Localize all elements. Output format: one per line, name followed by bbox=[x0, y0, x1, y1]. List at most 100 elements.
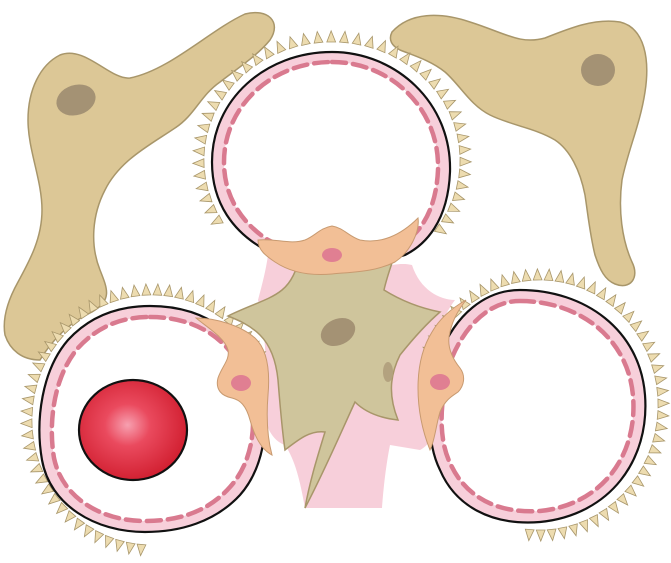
endfoot-tooth bbox=[29, 463, 43, 476]
endfoot-tooth bbox=[124, 542, 135, 555]
endfoot-tooth bbox=[62, 511, 76, 525]
endfoot-tooth bbox=[377, 39, 390, 53]
endfoot-tooth bbox=[632, 476, 646, 490]
endfoot-tooth bbox=[185, 289, 197, 302]
endfoot-tooth bbox=[273, 39, 286, 53]
capillary-right bbox=[430, 290, 646, 522]
endfoot-tooth bbox=[655, 422, 668, 433]
endfoot-tooth bbox=[71, 518, 85, 532]
endfoot-tooth bbox=[206, 98, 220, 111]
endfoot-tooth bbox=[466, 288, 479, 302]
endfoot-tooth bbox=[437, 86, 451, 99]
endfoot-tooth bbox=[498, 274, 510, 287]
endfoot-tooth bbox=[457, 132, 470, 143]
endfoot-tooth bbox=[286, 35, 298, 48]
endfoot-tooth bbox=[215, 304, 228, 318]
endfoot-tooth bbox=[429, 75, 443, 89]
endfoot-tooth bbox=[410, 58, 424, 72]
endfoot-tooth bbox=[23, 442, 36, 453]
endfoot-tooth bbox=[555, 270, 565, 282]
endfoot-tooth bbox=[608, 502, 622, 516]
endfoot-tooth bbox=[209, 215, 223, 228]
endfoot-tooth bbox=[521, 269, 531, 281]
endfoot-tooth bbox=[599, 508, 612, 522]
endfoot-tooth bbox=[21, 430, 33, 440]
endfoot-tooth bbox=[113, 539, 124, 552]
endfoot-tooth bbox=[199, 193, 212, 205]
endfoot-tooth bbox=[459, 169, 471, 179]
endfoot-tooth bbox=[313, 31, 323, 43]
endfoot-tooth bbox=[193, 159, 204, 168]
endfoot-tooth bbox=[197, 121, 210, 132]
endfoot-tooth bbox=[658, 399, 669, 408]
endfoot-tooth bbox=[454, 120, 467, 131]
pericyte-top-nucleus bbox=[322, 248, 342, 262]
endfoot-tooth bbox=[25, 453, 38, 465]
endfoot-tooth bbox=[327, 31, 336, 42]
endfoot-tooth bbox=[652, 362, 665, 374]
endfoot-tooth bbox=[21, 407, 33, 417]
endfoot-tooth bbox=[649, 445, 663, 457]
endfoot-tooth bbox=[443, 96, 457, 109]
endfoot-tooth bbox=[558, 527, 569, 540]
endfoot-tooth bbox=[420, 66, 434, 80]
endfoot-tooth bbox=[365, 35, 377, 48]
interstitial-nucleus-small bbox=[383, 362, 393, 382]
red-blood-cell bbox=[79, 380, 187, 480]
endfoot-tooth bbox=[644, 456, 658, 469]
endfoot-tooth bbox=[606, 292, 620, 306]
endfoot-tooth bbox=[487, 277, 499, 291]
endfoot-tooth bbox=[623, 308, 637, 322]
endfoot-tooth bbox=[193, 146, 205, 156]
endfoot-tooth bbox=[524, 529, 534, 541]
endfoot-tooth bbox=[27, 370, 41, 382]
astrocyte-right-nucleus bbox=[581, 54, 615, 86]
endfoot-tooth bbox=[352, 32, 363, 45]
endfoot-tooth bbox=[460, 157, 471, 166]
endfoot-tooth bbox=[203, 205, 217, 217]
endfoot-tooth bbox=[201, 109, 215, 121]
endfoot-tooth bbox=[637, 328, 651, 342]
endfoot-tooth bbox=[21, 419, 32, 428]
endfoot-tooth bbox=[579, 520, 591, 534]
endfoot-tooth bbox=[130, 285, 140, 297]
endfoot-tooth bbox=[102, 536, 114, 550]
endfoot-tooth bbox=[657, 386, 669, 396]
endfoot-tooth bbox=[195, 182, 208, 193]
endfoot-tooth bbox=[576, 276, 588, 289]
endfoot-tooth bbox=[625, 485, 639, 499]
endfoot-tooth bbox=[118, 286, 129, 299]
endfoot-tooth bbox=[299, 33, 310, 46]
endfoot-tooth bbox=[340, 31, 350, 43]
endfoot-tooth bbox=[442, 214, 456, 227]
endfoot-tooth bbox=[175, 286, 186, 299]
endfoot-tooth bbox=[547, 529, 557, 541]
endfoot-tooth bbox=[630, 318, 644, 332]
endfoot-tooth bbox=[91, 531, 104, 545]
endfoot-tooth bbox=[164, 284, 174, 296]
endfoot-tooth bbox=[587, 280, 600, 294]
pericyte-right-nucleus bbox=[430, 374, 450, 390]
endfoot-tooth bbox=[459, 145, 471, 155]
endfoot-tooth bbox=[456, 181, 469, 192]
endfoot-tooth bbox=[544, 269, 554, 281]
endfoot-tooth bbox=[196, 293, 208, 307]
endfoot-tooth bbox=[566, 272, 577, 285]
endfoot-tooth bbox=[212, 87, 226, 100]
endfoot-tooth bbox=[453, 192, 466, 204]
endfoot-tooth bbox=[107, 289, 119, 302]
endfoot-tooth bbox=[533, 269, 542, 280]
endfoot-tooth bbox=[22, 394, 34, 405]
endfoot-tooth bbox=[448, 203, 462, 215]
endfoot-tooth bbox=[206, 298, 219, 312]
endfoot-tooth bbox=[194, 134, 206, 144]
endfoot-tooth bbox=[449, 108, 463, 120]
endfoot-tooth bbox=[536, 530, 545, 541]
endfoot-tooth bbox=[615, 300, 629, 314]
endfoot-tooth bbox=[643, 338, 657, 351]
endfoot-tooth bbox=[81, 525, 94, 539]
endfoot-tooth bbox=[476, 282, 489, 296]
endfoot-tooth bbox=[193, 170, 205, 180]
endfoot-tooth bbox=[653, 434, 666, 446]
